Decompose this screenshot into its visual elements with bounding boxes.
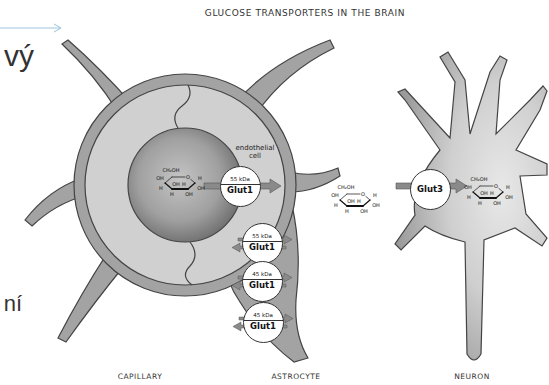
glucose-bond bbox=[340, 200, 347, 206]
glucose-atom: O bbox=[361, 192, 365, 197]
transporter-circle: Glut3 bbox=[410, 169, 451, 210]
endothelial-junction bbox=[175, 85, 190, 128]
glucose-atom: OH bbox=[156, 176, 164, 181]
glucose-bond bbox=[499, 188, 503, 192]
glucose-bond bbox=[340, 194, 347, 200]
region-label: ASTROCYTE bbox=[271, 373, 320, 381]
glucose-atom: H bbox=[182, 182, 186, 187]
glucose-atom: H bbox=[373, 193, 377, 198]
glucose-bond bbox=[188, 183, 195, 189]
glucose-atom: OH bbox=[372, 203, 380, 208]
glucose-atom: H bbox=[170, 192, 174, 197]
glucose-atom: OH bbox=[197, 186, 205, 191]
transporter-name: Glut1 bbox=[249, 243, 275, 252]
glucose-bond bbox=[480, 197, 496, 199]
cell-label: endothelial cell bbox=[233, 145, 277, 160]
glucose-atom: OH bbox=[480, 191, 488, 196]
glucose-atom: OH bbox=[505, 195, 513, 200]
glucose-bond bbox=[172, 188, 188, 190]
region-label: NEURON bbox=[454, 373, 490, 381]
glucose-atom: O bbox=[186, 175, 190, 180]
glucose-bond bbox=[473, 186, 480, 192]
astrocyte-process bbox=[290, 168, 340, 192]
glucose-atom: OH bbox=[493, 201, 501, 206]
glucose-atom: H bbox=[490, 191, 494, 196]
transporter-divider bbox=[244, 320, 283, 321]
diagram-title: GLUCOSE TRANSPORTERS IN THE BRAIN bbox=[205, 9, 405, 18]
glucose-bond bbox=[347, 194, 360, 195]
glucose-atom: OH bbox=[331, 193, 339, 198]
transporter-divider bbox=[243, 279, 282, 280]
glucose-atom: OH bbox=[347, 199, 355, 204]
glucose-bond bbox=[165, 177, 172, 183]
slide-arrow bbox=[0, 28, 60, 29]
transporter-divider bbox=[243, 241, 282, 242]
glucose-atom: H bbox=[467, 195, 471, 200]
slide-fragment: ní bbox=[4, 293, 22, 315]
glucose-atom: H bbox=[334, 203, 338, 208]
slide-fragment: vý bbox=[4, 41, 34, 71]
glucose-atom: H bbox=[478, 201, 482, 206]
glucose-bond bbox=[473, 192, 480, 198]
transporter-name: Glut3 bbox=[417, 185, 443, 194]
glucose-atom: H bbox=[159, 186, 163, 191]
glucose-bond bbox=[172, 177, 185, 178]
transporter-name: Glut1 bbox=[250, 322, 276, 331]
glucose-atom: H bbox=[345, 209, 349, 214]
glucose-atom: H bbox=[357, 199, 361, 204]
endothelial-junction bbox=[185, 242, 195, 285]
molecular-weight: 55 kDa bbox=[252, 234, 272, 240]
transporter-circle: 55 kDaGlut1 bbox=[242, 223, 283, 264]
glucose-atom: OH bbox=[464, 185, 472, 190]
region-label: CAPILLARY bbox=[118, 373, 163, 381]
glucose-atom: OH bbox=[185, 192, 193, 197]
transporter-circle: 45 kDaGlut1 bbox=[243, 302, 284, 343]
glucose-bond bbox=[347, 205, 363, 207]
glucose-atom: CH₂OH bbox=[471, 177, 488, 182]
neuron bbox=[395, 52, 547, 360]
glucose-rings bbox=[165, 177, 503, 206]
slide-arrow-head bbox=[54, 24, 61, 32]
transporter-name: Glut1 bbox=[227, 186, 253, 195]
glucose-atom: OH bbox=[360, 209, 368, 214]
glucose-atom: CH₂OH bbox=[338, 185, 355, 190]
glucose-bond bbox=[366, 196, 370, 200]
glucose-bond bbox=[480, 186, 493, 187]
glucose-bond bbox=[165, 183, 172, 189]
glucose-atom: H bbox=[198, 176, 202, 181]
molecular-weight: 55 kDa bbox=[230, 177, 250, 183]
molecular-weight: 45 kDa bbox=[253, 313, 273, 319]
transporter-circle: 55 kDaGlut1 bbox=[220, 166, 261, 207]
glucose-bond bbox=[363, 200, 370, 206]
transporter-name: Glut1 bbox=[249, 281, 275, 290]
glucose-atom: OH bbox=[172, 182, 180, 187]
glucose-bond bbox=[191, 179, 195, 183]
glucose-atom: H bbox=[506, 185, 510, 190]
glucose-bond bbox=[496, 192, 503, 198]
transporter-circle: 45 kDaGlut1 bbox=[242, 261, 283, 302]
glucose-atom: CH₂OH bbox=[163, 168, 180, 173]
transporter-divider bbox=[221, 184, 260, 185]
molecular-weight: 45 kDa bbox=[252, 272, 272, 278]
glucose-atom: O bbox=[494, 184, 498, 189]
capillary-wall bbox=[85, 85, 285, 285]
astrocyte bbox=[25, 40, 340, 362]
